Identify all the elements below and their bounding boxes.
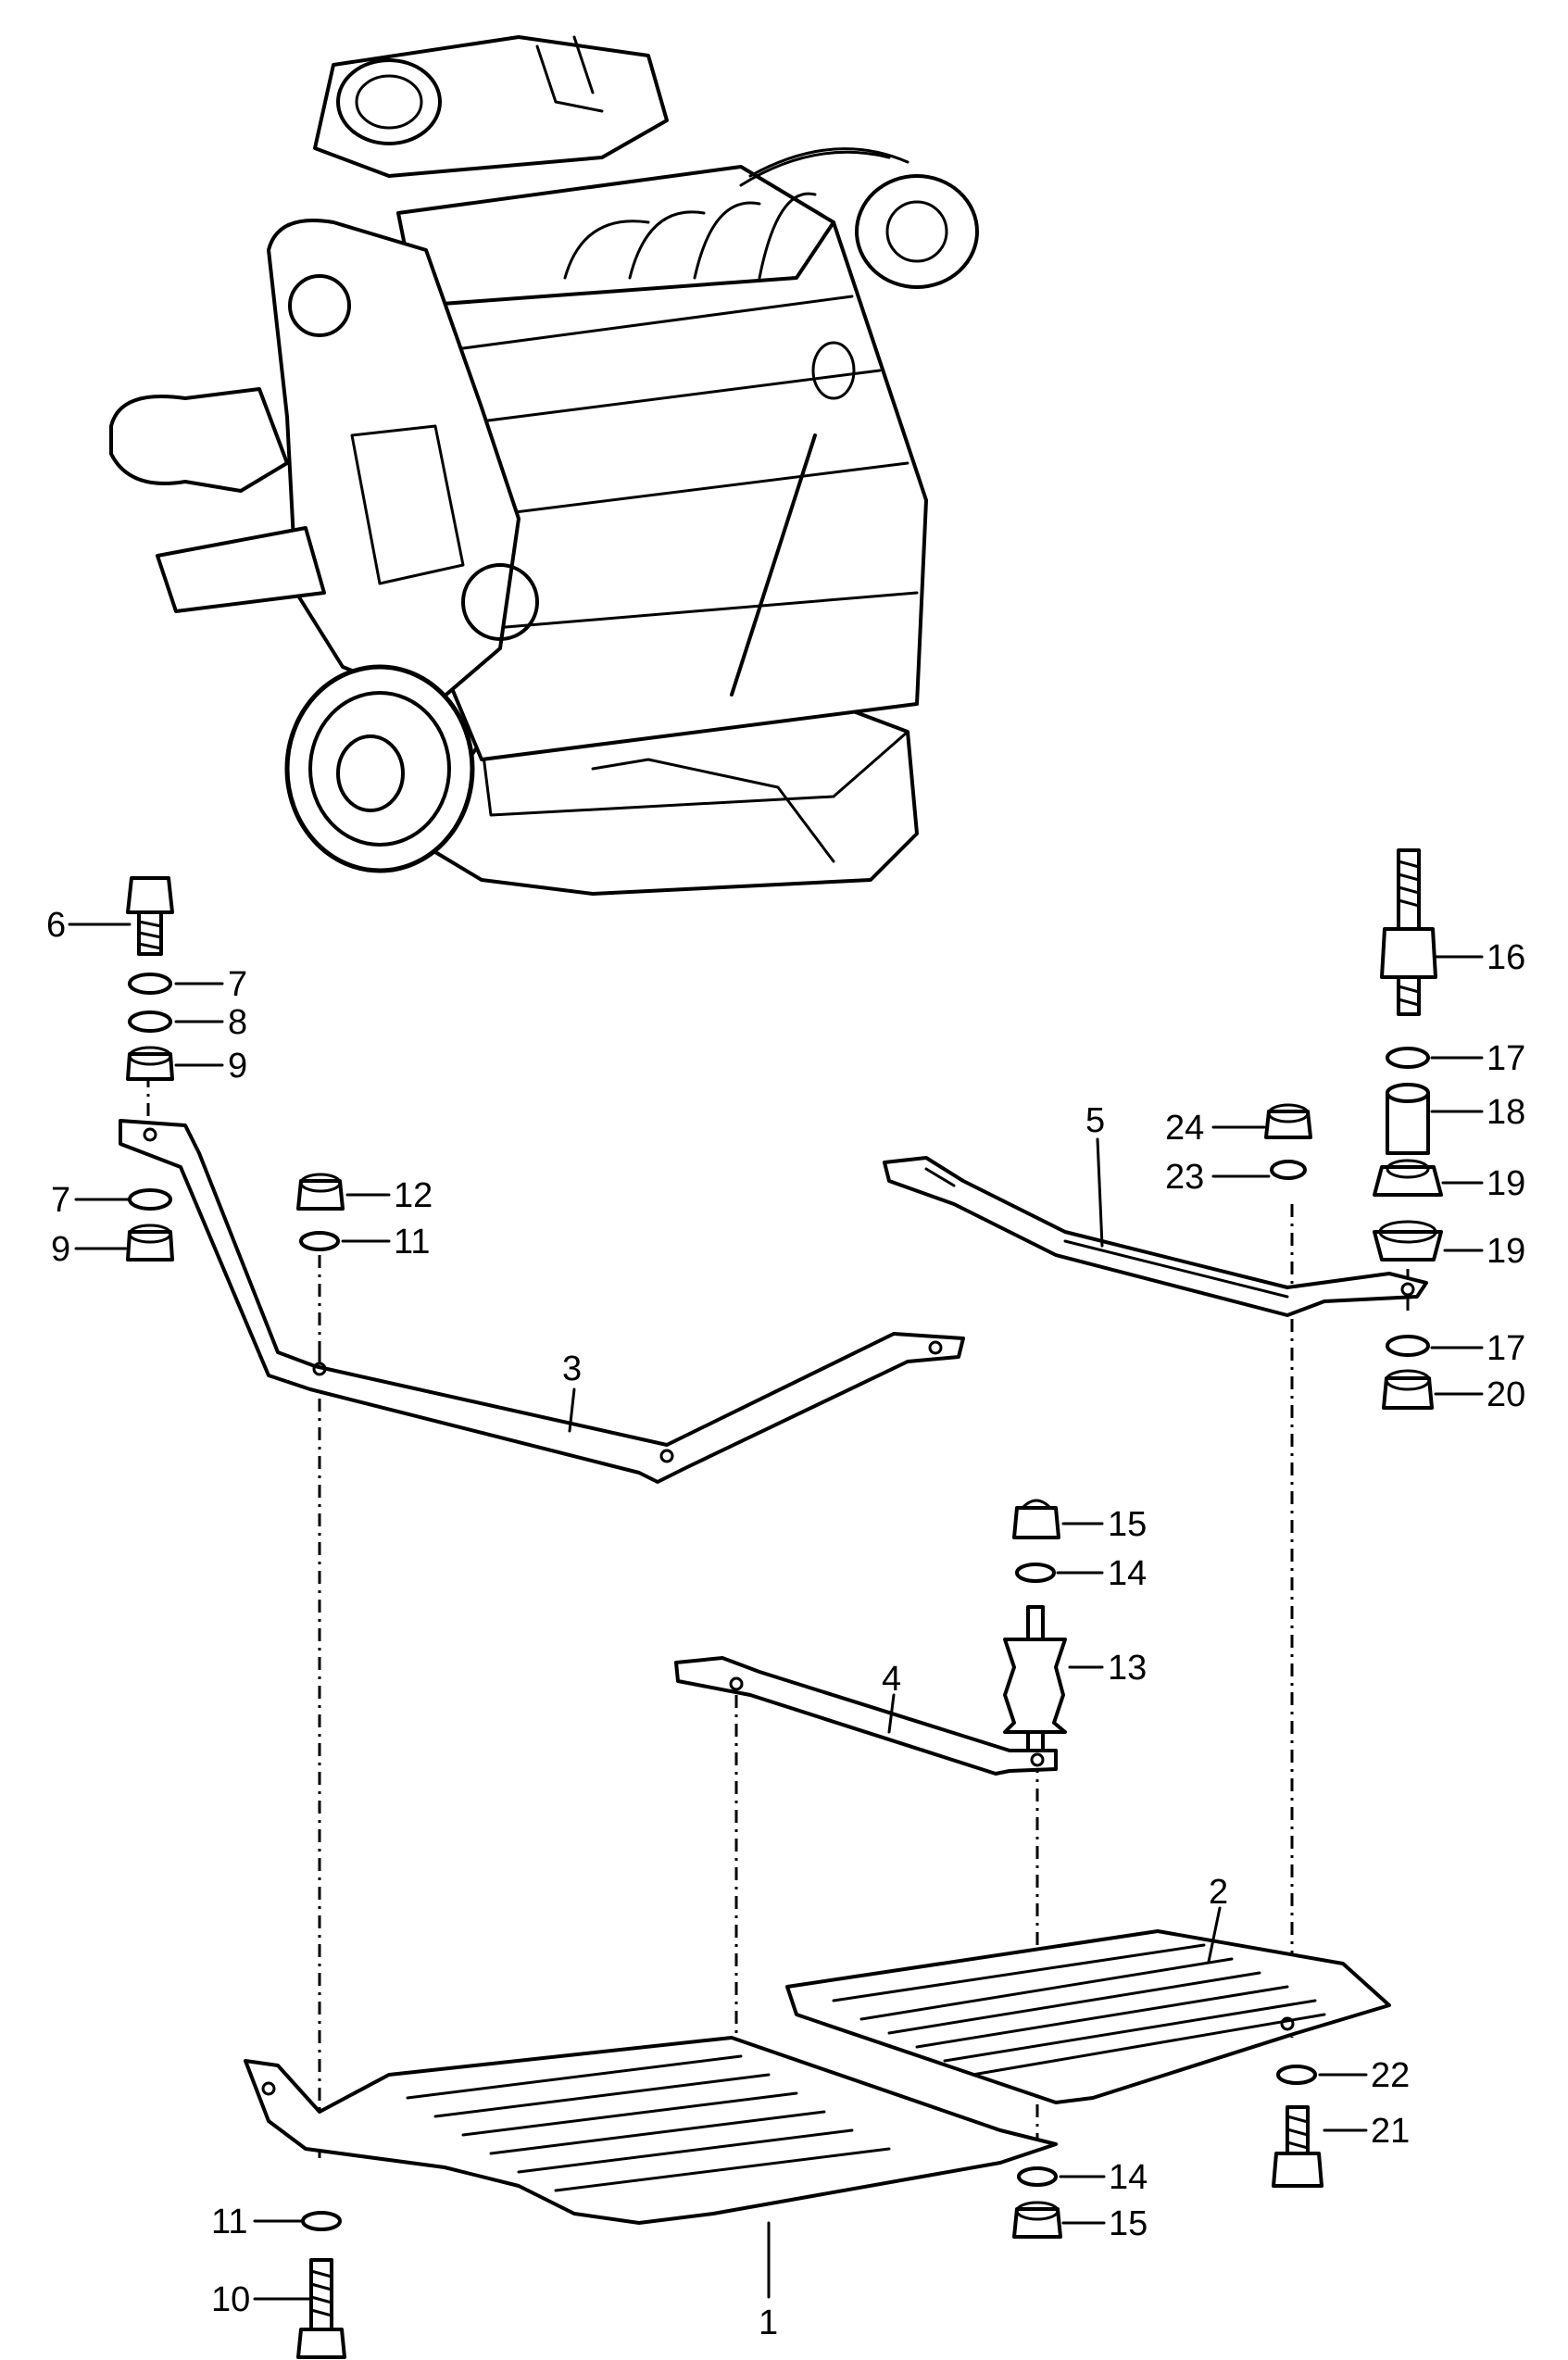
- engine-assembly: [109, 35, 979, 896]
- callout-11-lower: 11: [211, 2203, 247, 2241]
- part-13-rubber-mount: [1003, 1605, 1067, 1766]
- part-14-washer-lower: [1017, 2166, 1058, 2187]
- callout-5: 5: [1085, 1101, 1105, 1140]
- part-17-washer-lower: [1386, 1335, 1430, 1357]
- part-11-washer: [299, 1231, 340, 1251]
- callout-16: 16: [1486, 938, 1525, 977]
- callout-2: 2: [1209, 1873, 1228, 1912]
- leader-lines: [68, 923, 1484, 2301]
- callout-23: 23: [1165, 1158, 1204, 1197]
- callout-3: 3: [562, 1349, 582, 1388]
- callout-4: 4: [882, 1660, 901, 1699]
- callout-9: 9: [228, 1047, 247, 1086]
- part-10-bolt: [296, 2258, 346, 2359]
- callout-1: 1: [759, 2304, 778, 2342]
- part-3-bracket: [119, 1119, 965, 1484]
- callout-8: 8: [228, 1003, 247, 1042]
- callout-6: 6: [46, 906, 66, 945]
- part-19-rubber-mount-lower: [1373, 1220, 1443, 1262]
- part-11-washer-lower: [301, 2211, 342, 2231]
- part-17-washer: [1386, 1047, 1430, 1069]
- callout-14-lower: 14: [1109, 2158, 1148, 2197]
- part-2-skid-plate: [785, 1929, 1391, 2104]
- part-7-washer-lower: [128, 1188, 172, 1211]
- part-15-nut: [1012, 1499, 1060, 1539]
- part-9-nut: [126, 1046, 174, 1081]
- part-20-nut: [1382, 1369, 1434, 1410]
- callout-24: 24: [1165, 1109, 1204, 1148]
- part-12-nut: [296, 1173, 345, 1211]
- part-14-washer: [1015, 1563, 1056, 1583]
- part-23-washer: [1270, 1160, 1307, 1180]
- callout-numbers: 6 7 8 9 7 9 12 11 3 5 24 23 16 17 18 19 …: [46, 906, 1525, 2342]
- callout-13: 13: [1108, 1649, 1147, 1688]
- callout-17-lower: 17: [1486, 1329, 1525, 1368]
- callout-22: 22: [1371, 2056, 1410, 2095]
- callout-21: 21: [1371, 2112, 1410, 2151]
- part-18-sleeve: [1386, 1083, 1430, 1155]
- callout-9-lower: 9: [51, 1230, 70, 1269]
- part-19-rubber-mount-upper: [1373, 1159, 1443, 1197]
- callout-17: 17: [1486, 1039, 1525, 1078]
- callout-15: 15: [1108, 1505, 1147, 1544]
- part-9-nut-lower: [126, 1224, 174, 1262]
- callout-7: 7: [228, 965, 247, 1004]
- callout-19-lower: 19: [1486, 1232, 1525, 1271]
- callout-18: 18: [1486, 1093, 1525, 1132]
- callout-14: 14: [1108, 1554, 1147, 1593]
- part-15-nut-lower: [1012, 2201, 1062, 2239]
- part-4-bracket: [674, 1656, 1058, 1776]
- callout-7-lower: 7: [51, 1181, 70, 1220]
- part-16-stud: [1380, 848, 1437, 1016]
- callout-12: 12: [394, 1176, 433, 1215]
- part-5-bracket: [883, 1156, 1428, 1317]
- part-8-lock-washer: [128, 1011, 172, 1033]
- part-1-skid-plate: [244, 2036, 1058, 2225]
- part-22-washer: [1276, 2065, 1317, 2085]
- callout-10: 10: [211, 2280, 250, 2319]
- part-21-bolt: [1272, 2105, 1323, 2188]
- part-6-bolt: [126, 876, 174, 956]
- callout-20: 20: [1486, 1375, 1525, 1414]
- callout-15-lower: 15: [1109, 2204, 1148, 2243]
- part-7-washer: [128, 973, 172, 995]
- part-24-nut: [1264, 1103, 1312, 1139]
- callout-11: 11: [394, 1223, 430, 1262]
- callout-19: 19: [1486, 1164, 1525, 1203]
